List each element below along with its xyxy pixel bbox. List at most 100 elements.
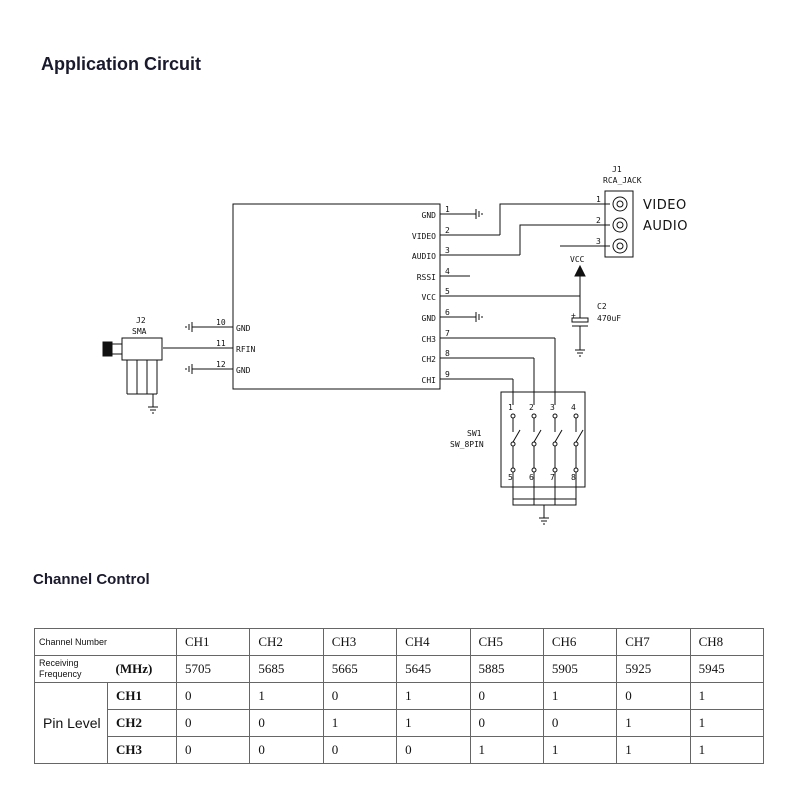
- channel-header-cell: CH8: [689, 628, 765, 656]
- pin-cell: 0: [175, 736, 251, 764]
- pin-cell: 0: [175, 682, 251, 710]
- module-pin-number: 2: [445, 226, 450, 235]
- module-pin-label: GND: [236, 366, 251, 375]
- ground-icon: [185, 322, 193, 332]
- ground-icon: [185, 364, 193, 374]
- j1-part-label: RCA_JACK: [603, 176, 642, 185]
- channel-header-cell: CH5: [469, 628, 544, 656]
- switch-contacts: [510, 413, 584, 518]
- pin-cell: 0: [322, 736, 398, 764]
- j2-part-label: SMA: [132, 327, 147, 336]
- channel-header-cell: CH6: [542, 628, 618, 656]
- capacitor-c2: [571, 317, 589, 323]
- ground-icon: [148, 406, 158, 414]
- channel-number-header: Channel Number: [34, 628, 177, 656]
- channel-header-cell: CH3: [322, 628, 398, 656]
- module-pin-label: VCC: [422, 293, 437, 302]
- module-pin-label: GND: [422, 211, 437, 220]
- pin-cell: 0: [616, 682, 691, 710]
- pin-cell: 0: [175, 709, 251, 737]
- module-pin-number: 5: [445, 287, 450, 296]
- frequency-cell: 5705: [175, 655, 251, 683]
- module-pin-label: RSSI: [417, 273, 436, 282]
- table-row: Pin Level CH1 0 1 0 1 0 1 0 1: [34, 682, 765, 764]
- table-row: Channel Number CH1 CH2 CH3 CH4 CH5 CH6 C…: [34, 628, 765, 656]
- jack-pin-number: 3: [596, 237, 601, 246]
- pin-cell: 0: [322, 682, 398, 710]
- pin-cell: 1: [616, 709, 691, 737]
- jack-pin-number: 1: [596, 195, 601, 204]
- channel-header-cell: CH4: [396, 628, 471, 656]
- sw1-part-label: SW_8PIN: [450, 440, 484, 449]
- module-pin-number: 9: [445, 370, 450, 379]
- sw1-pin-number: 5: [508, 473, 513, 482]
- module-pin-label: RFIN: [236, 345, 255, 354]
- frequency-cell: 5905: [542, 655, 618, 683]
- pin-cell: 1: [689, 682, 765, 710]
- ground-icon: [575, 349, 585, 357]
- channel-control-table: Channel Number CH1 CH2 CH3 CH4 CH5 CH6 C…: [34, 628, 765, 764]
- section-heading-application-circuit: Application Circuit: [41, 54, 202, 74]
- sw1-pin-number: 8: [571, 473, 576, 482]
- sw1-ref-label: SW1: [467, 429, 482, 438]
- table-row: CH3 0 0 0 0 1 1 1 1: [35, 736, 765, 764]
- frequency-cell: 5925: [616, 655, 691, 683]
- sw1-pin-number: 3: [550, 403, 555, 412]
- pin-cell: 0: [396, 736, 471, 764]
- module-pin-number: 12: [216, 360, 226, 369]
- module-pin-number: 1: [445, 205, 450, 214]
- sw1-pin-number: 4: [571, 403, 576, 412]
- circuit-schematic: GND VIDEO AUDIO RSSI VCC GND CH3 CH2 CHI…: [102, 165, 688, 525]
- pin-cell: 1: [469, 736, 544, 764]
- table-row: Receiving Frequency (MHz) 5705 5685 5665…: [34, 655, 765, 683]
- jack-audio-label: AUDIO: [643, 219, 688, 234]
- ground-icon: [475, 209, 483, 219]
- channel-header-cell: CH2: [249, 628, 324, 656]
- module-pin-label: VIDEO: [412, 232, 436, 241]
- jack-video-label: VIDEO: [643, 198, 687, 213]
- channel-header-cell: CH7: [616, 628, 691, 656]
- pin-row-name: CH2: [107, 709, 177, 737]
- module-pin-number: 7: [445, 329, 450, 338]
- pin-cell: 0: [249, 736, 324, 764]
- pin-cell: 0: [469, 709, 544, 737]
- receiver-module-body: [232, 203, 441, 390]
- channel-header-cell: CH1: [175, 628, 251, 656]
- module-pin-number: 8: [445, 349, 450, 358]
- pin-cell: 1: [396, 709, 471, 737]
- pin-level-label: Pin Level: [34, 682, 108, 764]
- module-pin-number: 4: [445, 267, 450, 276]
- sw1-pin-number: 1: [508, 403, 513, 412]
- pin-cell: 0: [469, 682, 544, 710]
- section-heading-channel-control: Channel Control: [33, 571, 150, 588]
- module-pin-number: 11: [216, 339, 226, 348]
- frequency-cell: 5665: [322, 655, 398, 683]
- pin-cell: 1: [249, 682, 324, 710]
- frequency-cell: 5685: [249, 655, 324, 683]
- pin-cell: 1: [322, 709, 398, 737]
- j2-ref-label: J2: [136, 316, 146, 325]
- c2-value-label: 470uF: [597, 314, 621, 323]
- pin-cell: 1: [689, 736, 765, 764]
- vcc-arrow-icon: [574, 264, 586, 277]
- module-pin-number: 10: [216, 318, 226, 327]
- pin-cell: 0: [542, 709, 618, 737]
- pin-row-name: CH3: [107, 736, 177, 764]
- frequency-cell: 5945: [689, 655, 765, 683]
- frequency-unit-label: (MHz): [107, 655, 177, 683]
- rca-jack-body: [604, 190, 634, 258]
- module-pin-label: GND: [422, 314, 437, 323]
- j1-ref-label: J1: [612, 165, 622, 174]
- vcc-label: VCC: [570, 255, 585, 264]
- sma-connector-icon: [102, 337, 163, 407]
- frequency-cell: 5885: [469, 655, 544, 683]
- jack-pin-number: 2: [596, 216, 601, 225]
- ground-icon: [475, 312, 483, 322]
- pin-cell: 0: [249, 709, 324, 737]
- pin-cell: 1: [689, 709, 765, 737]
- pin-cell: 1: [616, 736, 691, 764]
- module-pin-number: 3: [445, 246, 450, 255]
- pin-row-name: CH1: [107, 682, 177, 710]
- dip-switch-sw1: [500, 391, 586, 488]
- module-pin-label: CH3: [422, 335, 437, 344]
